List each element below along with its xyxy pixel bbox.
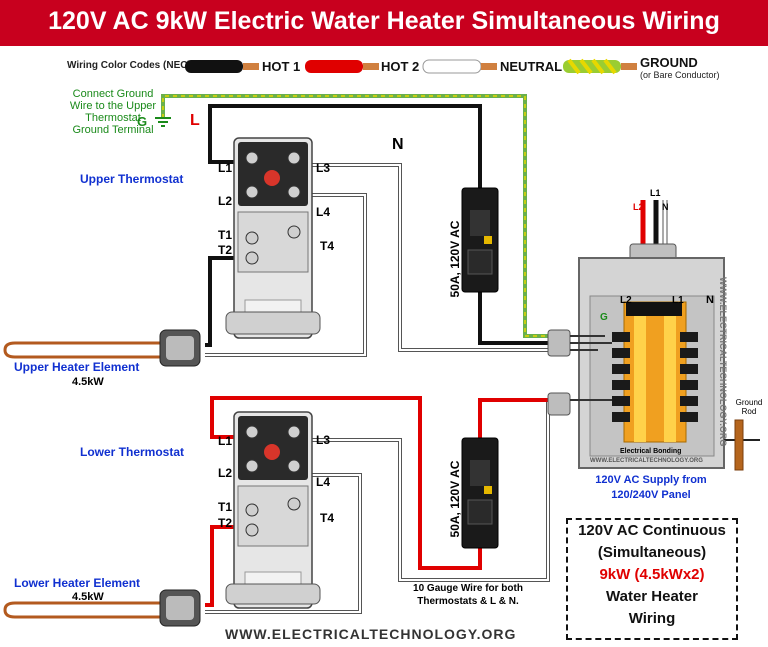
lower-breaker [461, 437, 499, 549]
lower-thermostat-label: Lower Thermostat [80, 445, 185, 459]
gauge-note: 10 Gauge Wire for both Thermostats & L &… [413, 583, 523, 607]
legend-hot2: HOT 2 [381, 59, 420, 74]
lower-heater-element [3, 589, 201, 627]
panel-breaker-stack [612, 332, 698, 422]
service-l2-label: L2 [633, 202, 644, 212]
summary-box: 120V AC Continuous (Simultaneous) 9kW (4… [566, 518, 738, 640]
ground-note: Connect Ground Wire to the Upper Thermos… [69, 88, 157, 136]
panel-n-label: N [706, 294, 714, 306]
upper-term-t1: T1 [218, 228, 233, 242]
page-title: 120V AC 9kW Electric Water Heater Simult… [48, 7, 720, 35]
upper-thermostat-label: Upper Thermostat [80, 172, 184, 186]
upper-term-l3: L3 [316, 161, 331, 175]
upper-thermostat [225, 137, 321, 339]
panel-bonding-label: Electrical Bonding [620, 448, 682, 455]
line-l-label: L [190, 112, 200, 129]
legend-label: Wiring Color Codes (NEC) [67, 60, 191, 71]
breaker-panel [578, 257, 725, 469]
neutral-wires [205, 163, 550, 614]
lower-element-wire-red [205, 525, 236, 607]
legend-ground-sub: (or Bare Conductor) [640, 70, 720, 80]
lower-term-t1: T1 [218, 500, 233, 514]
upper-term-t4: T4 [320, 239, 335, 253]
lower-term-l1: L1 [218, 434, 233, 448]
service-n-label: N [662, 202, 669, 212]
upper-term-l2: L2 [218, 194, 233, 208]
upper-breaker [461, 187, 499, 293]
neutral-n-label: N [392, 136, 404, 153]
footer-url: WWW.ELECTRICALTECHNOLOGY.ORG [225, 626, 517, 642]
legend-ground: GROUND [640, 55, 698, 70]
hot2-wire [210, 396, 482, 570]
lower-term-l3: L3 [316, 433, 331, 447]
upper-element-power: 4.5kW [72, 376, 104, 388]
neutral-wire-sample [422, 59, 497, 74]
hot1-breaker-wire [478, 290, 548, 345]
ground-wire-sample [563, 58, 637, 75]
hot2-wire-sample [305, 60, 379, 73]
ground-symbol [155, 117, 171, 127]
upper-term-l4: L4 [316, 205, 331, 219]
ground-wire [161, 94, 548, 338]
upper-element-label: Upper Heater Element [14, 360, 140, 374]
panel-watermark: WWW.ELECTRICALTECHNOLOGY.ORG [590, 458, 703, 464]
service-l1-label: L1 [650, 188, 661, 198]
ground-rod [724, 419, 760, 471]
hot2-breaker-wire [478, 398, 548, 440]
panel-supply-note: 120V AC Supply from 120/240V Panel [595, 474, 707, 501]
panel-g-label: G [600, 312, 608, 323]
upper-breaker-label: 50A, 120V AC [448, 220, 462, 298]
lower-term-l4: L4 [316, 475, 331, 489]
ground-rod-label: Ground Rod [735, 398, 763, 416]
lower-term-l2: L2 [218, 466, 233, 480]
panel-l2-label: L2 [620, 295, 632, 306]
lower-breaker-label: 50A, 120V AC [448, 460, 462, 538]
ground-g-label: G [137, 114, 148, 129]
title-banner: 120V AC 9kW Electric Water Heater Simult… [0, 0, 768, 46]
upper-element-wire-black [205, 256, 236, 347]
hot1-wire [208, 104, 482, 190]
panel-side-watermark: WWW.ELECTRICALTECHNOLOGY.ORG [718, 277, 728, 447]
lower-term-t4: T4 [320, 511, 335, 525]
upper-heater-element [3, 329, 201, 367]
upper-term-l1: L1 [218, 161, 233, 175]
lower-term-t2: T2 [218, 516, 233, 530]
upper-term-t2: T2 [218, 243, 233, 257]
panel-l1-label: L1 [672, 295, 684, 306]
panel-connectors [547, 329, 612, 416]
legend-hot1: HOT 1 [262, 59, 301, 74]
lower-element-label: Lower Heater Element [14, 576, 141, 590]
lower-thermostat [225, 411, 321, 609]
legend-wires [185, 58, 637, 75]
legend-neutral: NEUTRAL [500, 59, 563, 74]
hot1-wire-sample [185, 60, 259, 73]
lower-element-power: 4.5kW [72, 591, 104, 603]
